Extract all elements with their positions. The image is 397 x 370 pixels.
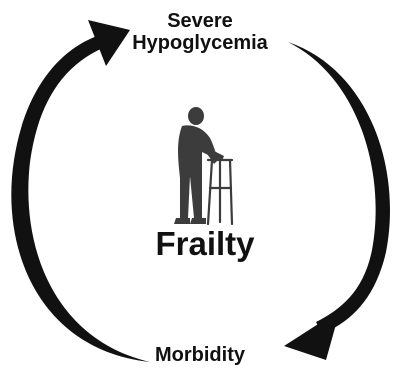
node-severe-hypoglycemia-line1: Severe	[167, 10, 233, 32]
node-severe-hypoglycemia: Severe Hypoglycemia	[100, 10, 300, 54]
right-arrow-head	[284, 310, 340, 360]
left-arrow-body	[11, 36, 150, 362]
left-arrow-head	[88, 20, 130, 66]
node-severe-hypoglycemia-line2: Hypoglycemia	[132, 32, 268, 54]
elderly-person-with-walker-icon	[174, 107, 234, 226]
node-frailty: Frailty	[155, 225, 255, 262]
node-morbidity: Morbidity	[155, 344, 245, 366]
right-arrow-body	[288, 42, 390, 334]
